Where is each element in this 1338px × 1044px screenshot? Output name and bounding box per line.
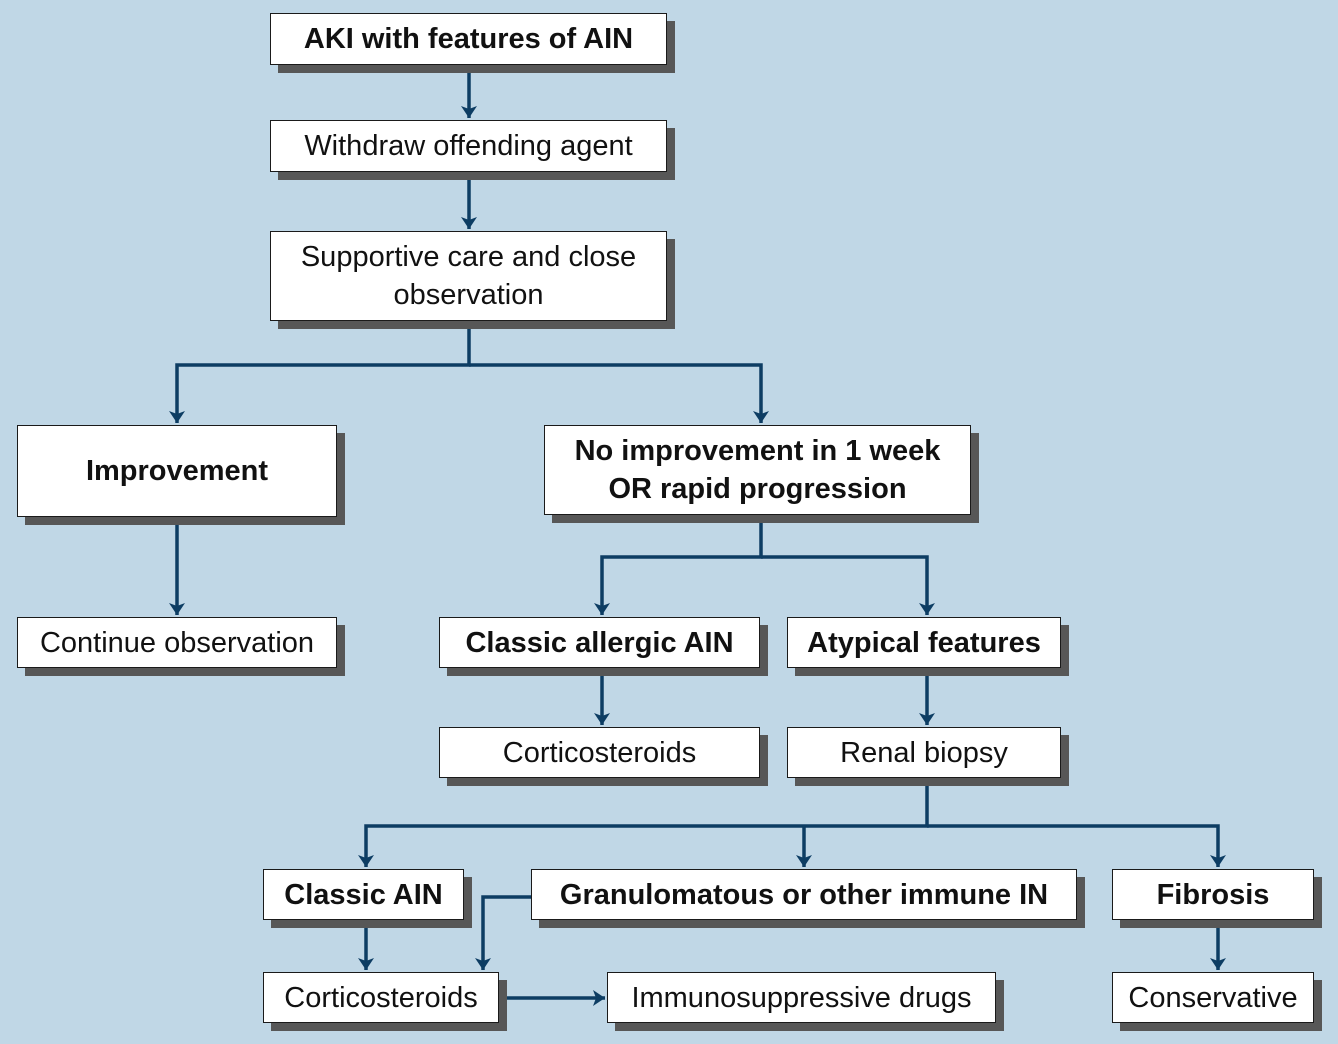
node-aki: AKI with features of AIN — [270, 13, 667, 65]
edge-noimp-atypical — [761, 555, 935, 615]
edge-biopsy-classic-ain — [358, 778, 929, 867]
node-supportive-line2: observation — [393, 279, 544, 311]
node-renal-biopsy: Renal biopsy — [787, 727, 1061, 778]
node-immunosuppressive-label: Immunosuppressive drugs — [631, 981, 972, 1014]
node-no-improvement-line2: OR rapid progression — [608, 473, 907, 505]
node-granulomatous-label: Granulomatous or other immune IN — [559, 878, 1049, 911]
node-continue-label: Continue observation — [39, 626, 315, 659]
edge-noimp-classic-allergic — [594, 515, 763, 615]
node-aki-label: AKI with features of AIN — [303, 23, 634, 55]
node-supportive-line1: Supportive care and close — [300, 241, 637, 273]
node-immunosuppressive: Immunosuppressive drugs — [607, 972, 996, 1023]
node-atypical-label: Atypical features — [807, 626, 1041, 659]
node-supportive: Supportive care and close observation — [270, 231, 667, 321]
edge-biopsy-fibrosis — [927, 824, 1226, 867]
node-atypical: Atypical features — [787, 617, 1061, 668]
node-classic-allergic-label: Classic allergic AIN — [465, 626, 734, 659]
node-conservative: Conservative — [1112, 972, 1314, 1023]
node-granulomatous: Granulomatous or other immune IN — [531, 869, 1077, 920]
node-classic-allergic: Classic allergic AIN — [439, 617, 760, 668]
node-improvement: Improvement — [17, 425, 337, 517]
edge-supportive-no-improvement — [469, 363, 769, 423]
node-renal-biopsy-label: Renal biopsy — [840, 736, 1008, 769]
node-improvement-label: Improvement — [85, 455, 269, 487]
node-withdraw-label: Withdraw offending agent — [304, 130, 633, 162]
node-classic-ain-label: Classic AIN — [284, 878, 443, 911]
edge-granulomatous-cortico — [475, 895, 531, 970]
node-fibrosis: Fibrosis — [1112, 869, 1314, 920]
node-withdraw: Withdraw offending agent — [270, 120, 667, 172]
node-corticosteroids-1: Corticosteroids — [439, 727, 760, 778]
node-corticosteroids-2: Corticosteroids — [263, 972, 499, 1023]
node-corticosteroids-1-label: Corticosteroids — [502, 736, 697, 769]
node-conservative-label: Conservative — [1128, 981, 1298, 1014]
node-corticosteroids-2-label: Corticosteroids — [284, 981, 478, 1014]
node-no-improvement: No improvement in 1 week OR rapid progre… — [544, 425, 971, 515]
node-continue: Continue observation — [17, 617, 337, 668]
node-fibrosis-label: Fibrosis — [1156, 878, 1270, 911]
edge-supportive-improvement — [169, 321, 471, 423]
node-classic-ain: Classic AIN — [263, 869, 464, 920]
node-no-improvement-line1: No improvement in 1 week — [574, 435, 941, 467]
